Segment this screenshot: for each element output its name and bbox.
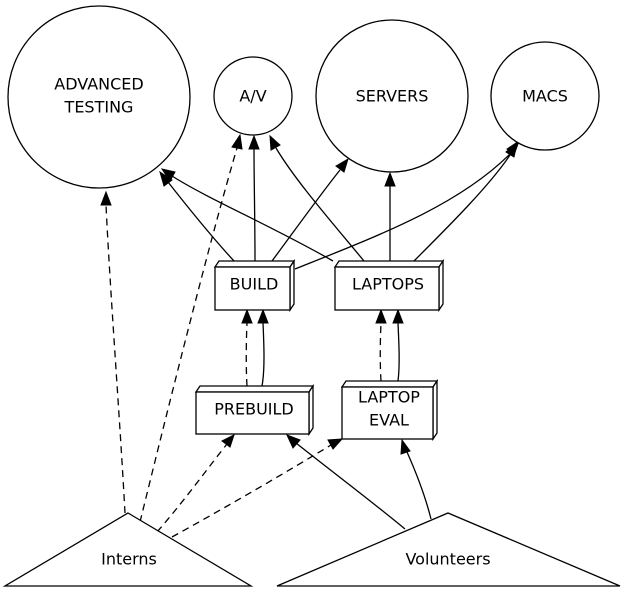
edge-build-to-servers	[271, 157, 349, 262]
node-laptop-eval[interactable]: LAPTOP EVAL	[340, 378, 439, 442]
edge-interns-to-prebuild	[156, 434, 235, 533]
node-laptops[interactable]: LAPTOPS	[333, 258, 445, 313]
edge-prebuild-to-build-dashed	[241, 308, 253, 387]
advanced-testing-label-line2: TESTING	[64, 98, 134, 117]
edge-volunteers-to-laptop-eval	[400, 438, 432, 520]
laptop-eval-box-top	[340, 380, 439, 388]
laptop-eval-label-line1: LAPTOP	[358, 388, 420, 407]
av-label: A/V	[239, 87, 266, 106]
macs-label: MACS	[522, 87, 568, 106]
edge-interns-to-laptop-eval	[171, 438, 344, 538]
laptop-eval-box-front	[341, 386, 434, 440]
node-volunteers[interactable]: Volunteers	[276, 512, 621, 587]
edge-build-to-av	[248, 134, 260, 262]
prebuild-box-top	[194, 385, 315, 393]
edges-layer	[100, 133, 520, 538]
node-macs[interactable]: MACS	[490, 41, 600, 151]
interns-label: Interns	[101, 550, 157, 569]
node-prebuild[interactable]: PREBUILD	[194, 383, 315, 437]
servers-circle	[315, 19, 469, 173]
node-build[interactable]: BUILD	[213, 258, 296, 313]
laptop-eval-label-line2: EVAL	[369, 411, 409, 430]
macs-circle	[490, 41, 600, 151]
volunteers-triangle	[276, 512, 621, 587]
build-box-front	[214, 266, 291, 311]
laptops-box-front	[334, 266, 440, 311]
edge-laptops-to-macs	[413, 141, 518, 262]
laptops-label: LAPTOPS	[352, 275, 424, 294]
volunteers-label: Volunteers	[405, 550, 490, 569]
laptops-box-top	[333, 260, 445, 268]
nodes-layer: ADVANCED TESTING A/V SERVERS MACS BUILD	[2, 5, 621, 587]
edge-build-to-advanced-testing	[159, 170, 235, 262]
prebuild-label: PREBUILD	[214, 400, 294, 419]
edge-laptop-eval-to-laptops-solid	[392, 308, 404, 382]
edge-laptops-to-av	[269, 134, 365, 262]
node-servers[interactable]: SERVERS	[315, 19, 469, 173]
edge-laptops-to-advanced-testing	[160, 168, 334, 262]
edge-laptops-to-servers	[384, 171, 396, 261]
node-av[interactable]: A/V	[213, 56, 293, 136]
advanced-testing-label-line1: ADVANCED	[54, 75, 143, 94]
interns-triangle	[2, 512, 254, 587]
node-interns[interactable]: Interns	[2, 512, 254, 587]
node-advanced-testing[interactable]: ADVANCED TESTING	[7, 5, 191, 189]
av-circle	[213, 56, 293, 136]
edge-laptop-eval-to-laptops-dashed	[375, 308, 387, 382]
advanced-testing-circle	[7, 5, 191, 189]
edge-interns-to-av	[139, 133, 243, 523]
build-label: BUILD	[230, 275, 279, 294]
edge-interns-to-advanced-testing	[100, 190, 126, 514]
edge-volunteers-to-prebuild	[286, 434, 406, 530]
edge-prebuild-to-build-solid	[257, 308, 269, 387]
build-box-top	[213, 260, 296, 268]
prebuild-box-front	[195, 391, 310, 435]
servers-label: SERVERS	[356, 87, 429, 106]
